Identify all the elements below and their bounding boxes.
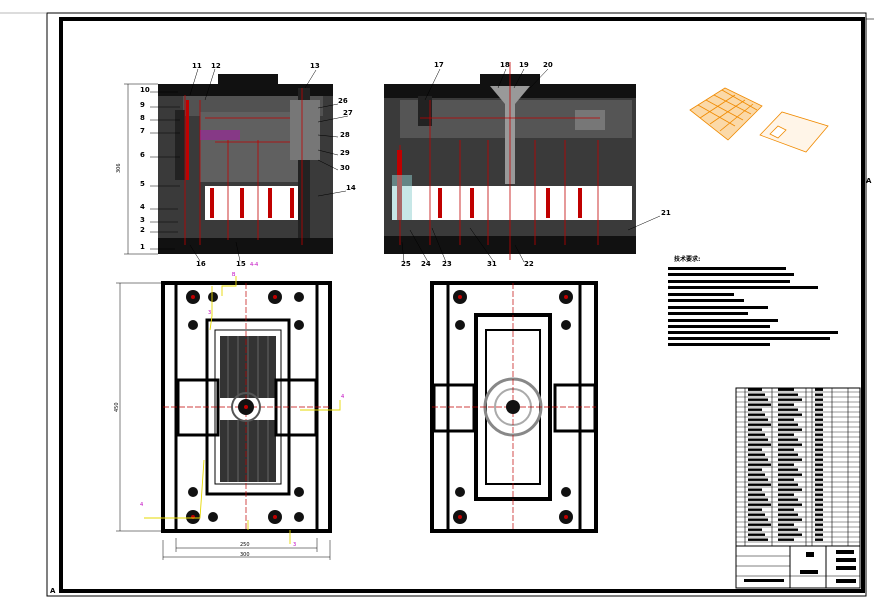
callout-25: 25 [401,260,411,268]
dim-300: 300 [240,552,250,558]
callout-21: 21 [661,209,671,217]
callout-20: 20 [543,61,553,69]
title-block [735,545,861,589]
callout-18: 18 [500,61,510,69]
dim-450: 450 [114,402,120,412]
callout-12: 12 [211,62,221,70]
mark-4-left: 4 [140,502,143,508]
callout-9: 9 [140,101,145,109]
callout-22: 22 [524,260,534,268]
parts-list-table [735,387,861,547]
mark-3-left: 3 [208,310,211,316]
callout-4: 4 [140,203,145,211]
section-view-right [384,62,636,260]
yellow-leaders [144,276,341,544]
tech-requirements-text [668,267,838,346]
callout-14: 14 [346,184,356,192]
callout-11: 11 [192,62,202,70]
right-view-leaders [401,68,661,263]
left-view-leaders [150,68,349,262]
dim-306: 306 [116,163,122,173]
callout-23: 23 [442,260,452,268]
callout-8: 8 [140,114,145,122]
callout-29: 29 [340,149,350,157]
inner-border [59,17,865,593]
callout-5: 5 [140,180,145,188]
corner-mark-left: A [50,587,56,595]
callout-24: 24 [421,260,431,268]
mark-b: B [232,272,236,278]
callout-27: 27 [343,109,353,117]
callout-19: 19 [519,61,529,69]
corner-mark-right: A [866,177,872,185]
callout-3: 3 [140,216,145,224]
part-iso-plate [759,111,829,153]
outer-border [46,12,867,597]
callout-7: 7 [140,127,145,135]
callout-1: 1 [140,243,145,251]
tech-requirements-title: 技术要求: [674,255,700,263]
dim-306-line [124,83,158,255]
callout-13: 13 [310,62,320,70]
section-view-left [158,74,333,254]
part-iso-grid [689,87,763,141]
callout-28: 28 [340,131,350,139]
callout-10: 10 [140,86,150,94]
plan-view-right [430,281,598,533]
mark-3-bottom: 3 [293,542,296,548]
callout-15: 15 [236,260,246,268]
dim-4-4: 4-4 [250,262,258,268]
callout-16: 16 [196,260,206,268]
callout-6: 6 [140,151,145,159]
dim-250: 250 [240,542,250,548]
callout-2: 2 [140,226,145,234]
callout-26: 26 [338,97,348,105]
callout-31: 31 [487,260,497,268]
mark-4-right: 4 [341,394,344,400]
plan-dim-lines [116,282,331,560]
plan-view-left [161,281,332,533]
callout-17: 17 [434,61,444,69]
callout-30: 30 [340,164,350,172]
